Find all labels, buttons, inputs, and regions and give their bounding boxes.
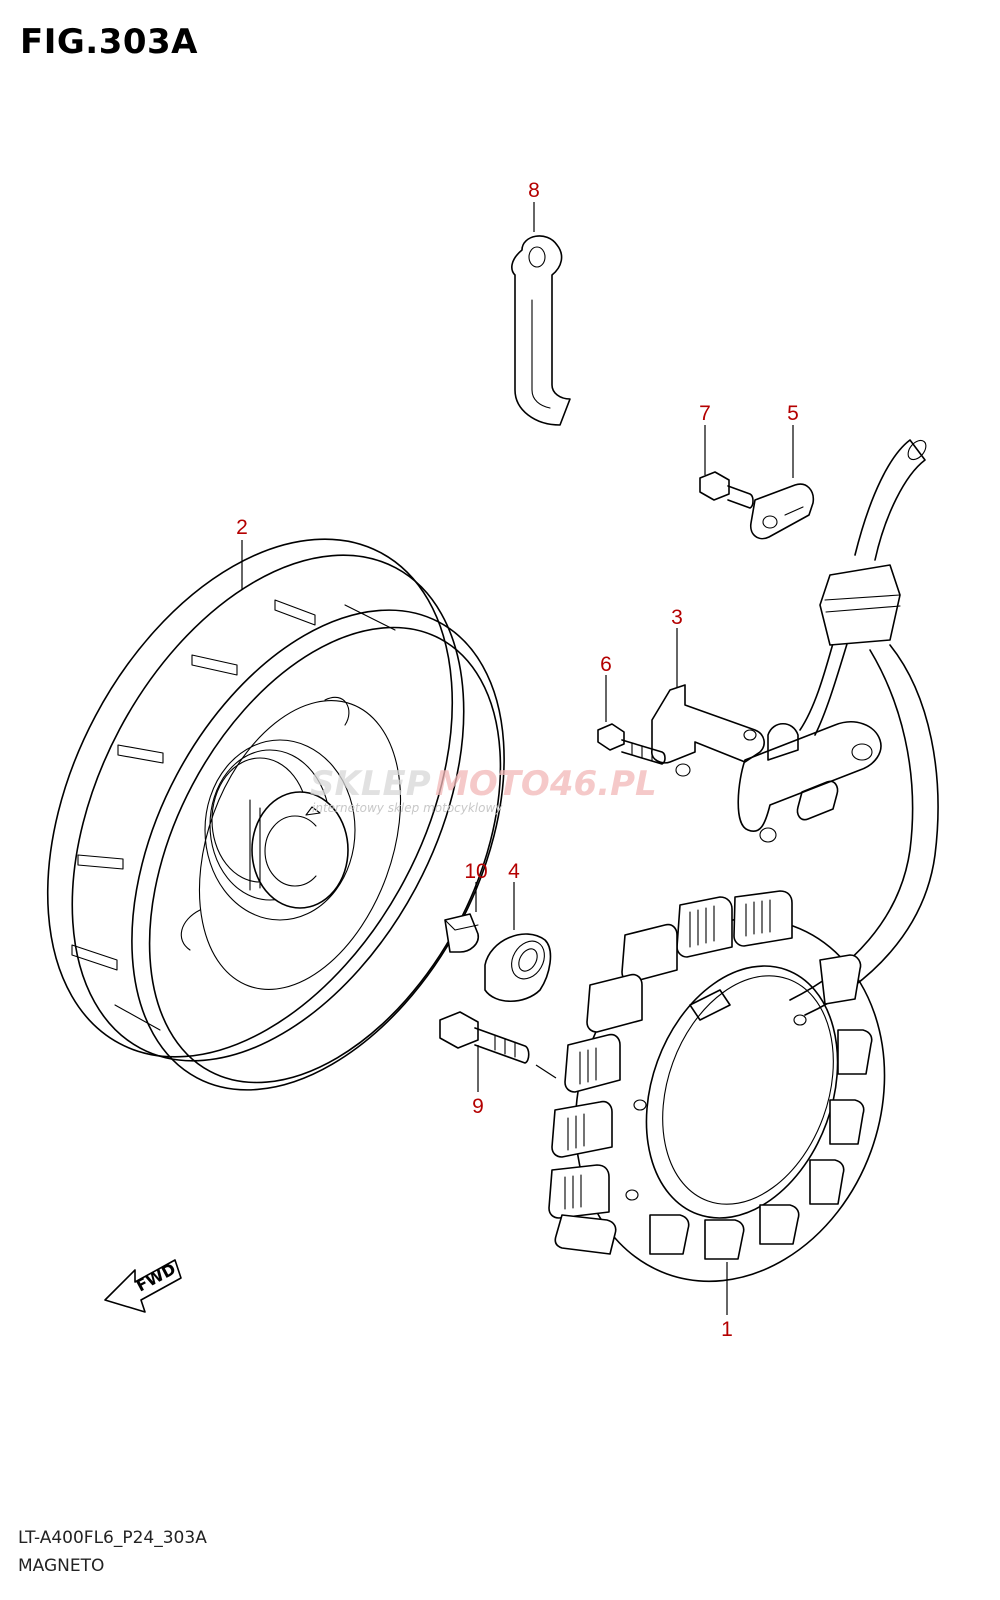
part-2-rotor — [46, 538, 505, 1091]
callout-9: 9 — [472, 1095, 484, 1118]
callout-1: 1 — [721, 1318, 733, 1341]
callout-10: 10 — [464, 860, 487, 883]
watermark-tagline: internetowy sklep motocyklowy — [312, 801, 503, 815]
part-10-key — [444, 913, 480, 953]
part-6-screw — [597, 723, 666, 765]
wire-harness — [789, 439, 939, 1016]
callout-7: 7 — [699, 402, 711, 425]
part-9-bolt — [439, 1011, 530, 1064]
part-4-nut — [484, 933, 552, 1002]
watermark-text-a: SKLEP — [310, 764, 431, 804]
callout-4: 4 — [508, 860, 520, 883]
part-1-stator — [548, 890, 886, 1283]
callout-2: 2 — [236, 516, 248, 539]
figure-name: MAGNETO — [18, 1556, 105, 1576]
callout-8: 8 — [528, 179, 540, 202]
watermark: SKLEP MOTO46.PL internetowy sklep motocy… — [310, 764, 657, 815]
callout-6: 6 — [600, 653, 612, 676]
figure-code: LT-A400FL6_P24_303A — [18, 1528, 207, 1548]
callout-3: 3 — [671, 606, 683, 629]
watermark-text-b: MOTO46.PL — [435, 764, 657, 804]
part-8-clamp — [511, 235, 571, 426]
callout-5: 5 — [787, 402, 799, 425]
part-3-pickup-coil — [651, 619, 882, 843]
figure-title: FIG.303A — [20, 22, 198, 62]
forward-arrow: FWD — [104, 1259, 182, 1313]
leader-lines — [241, 202, 794, 1315]
callout-numbers: 1 2 3 4 5 6 7 8 9 10 — [236, 179, 799, 1341]
part-5-plate — [749, 483, 815, 540]
part-7-bolt — [699, 471, 754, 509]
